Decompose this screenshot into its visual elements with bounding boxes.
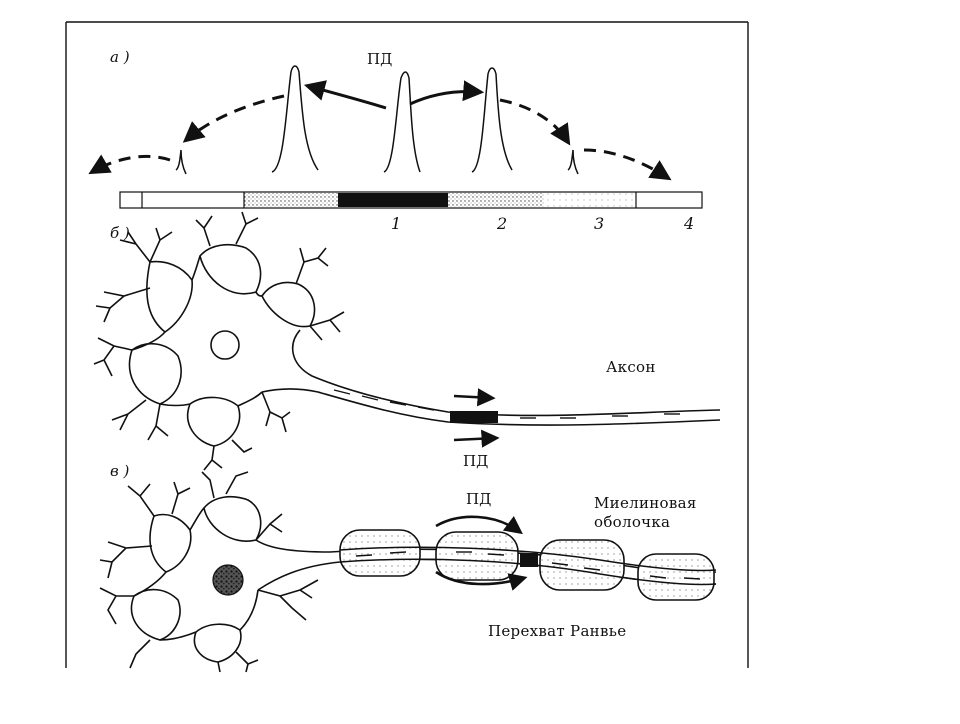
myelin-sheaths xyxy=(339,529,715,601)
arrow-center-right xyxy=(409,80,485,106)
dendrite-5 xyxy=(95,287,151,323)
panel-v-pd-label: ПД xyxy=(466,490,492,508)
arrow-v-upper xyxy=(435,515,523,535)
soma-v-lobe-4 xyxy=(193,623,242,663)
arrow-v-lower xyxy=(435,570,528,591)
panel-a-spikes xyxy=(175,65,579,175)
soma-lobe-2 xyxy=(199,243,262,295)
fiber-zone-shaded-right xyxy=(448,193,544,207)
dendrite-v-5 xyxy=(99,587,134,625)
dendrite-7 xyxy=(111,399,169,441)
axon-active-segment xyxy=(450,411,498,423)
soma-lobe-4 xyxy=(128,343,182,405)
arrow-dashed-left-2 xyxy=(88,154,171,175)
arrow-center-left xyxy=(303,80,387,110)
axon-v-upper-start xyxy=(255,539,331,553)
soma-edge-1 xyxy=(131,331,166,351)
fiber-zone-active xyxy=(338,193,448,207)
soma-v-edge-4 xyxy=(239,589,259,631)
position-label-2: 2 xyxy=(497,214,508,233)
soma-lobe-3 xyxy=(261,281,316,328)
dendrite-3 xyxy=(295,247,329,285)
nucleus-b xyxy=(210,330,240,360)
dendrite-v-6 xyxy=(129,639,259,673)
myelin-segment-3 xyxy=(539,539,625,591)
soma-edge-4 xyxy=(159,403,191,407)
axon-lower xyxy=(261,388,721,426)
panel-v-letter: в ) xyxy=(110,462,130,480)
nucleus-v xyxy=(212,564,244,596)
arrow-dashed-left-1 xyxy=(182,94,285,143)
dendrite-1 xyxy=(119,227,173,263)
panel-a-fiber xyxy=(119,191,703,209)
dendrite-9 xyxy=(261,391,291,433)
node-of-ranvier-active xyxy=(520,553,538,567)
dendrite-v-3 xyxy=(255,513,283,541)
panel-b-letter: б ) xyxy=(110,224,130,242)
soma-lobe-5 xyxy=(187,396,241,447)
arrow-b-lower xyxy=(453,429,500,448)
soma-lobe-1 xyxy=(146,260,193,333)
soma-edge-5 xyxy=(237,391,263,407)
myelin-label-line2: оболочка xyxy=(594,513,671,531)
position-label-4: 4 xyxy=(684,214,695,233)
position-label-1: 1 xyxy=(391,214,402,233)
myelin-segment-4 xyxy=(637,553,715,601)
dendrite-2 xyxy=(195,211,259,247)
arrow-b-upper xyxy=(453,388,496,407)
spike-right xyxy=(471,67,513,173)
axon-v-core xyxy=(339,546,717,586)
myelin-segment-2 xyxy=(435,531,519,581)
soma-v-lobe-3 xyxy=(130,588,181,641)
dendrite-6 xyxy=(93,337,133,377)
spike-center xyxy=(383,71,421,173)
soma-edge-3 xyxy=(255,291,263,297)
dendrite-8 xyxy=(203,439,253,471)
panel-a-pd-label: ПД xyxy=(367,50,393,68)
panel-b-neuron xyxy=(93,211,721,471)
soma-v-edge-3 xyxy=(159,631,197,641)
soma-edge-2 xyxy=(191,255,201,281)
position-label-3: 3 xyxy=(594,214,605,233)
fiber-zone-shaded-left xyxy=(244,193,338,207)
spike-far-right xyxy=(567,149,579,175)
axon-label: Аксон xyxy=(606,358,656,376)
soma-v-edge-1 xyxy=(133,571,167,597)
panel-b-pd-label: ПД xyxy=(463,452,489,470)
dendrite-v-2 xyxy=(201,471,249,499)
soma-v-lobe-2 xyxy=(203,495,262,542)
arrow-dashed-right-1 xyxy=(499,98,571,146)
arrow-dashed-right-2 xyxy=(583,148,672,181)
fiber-zone-light-right xyxy=(544,193,636,207)
dendrite-v-4 xyxy=(99,541,153,579)
myelin-label-line1: Миелиновая xyxy=(594,494,697,512)
myelin-segment-1 xyxy=(339,529,421,577)
dendrite-v-7 xyxy=(257,579,319,621)
axon-dashes-v xyxy=(355,551,701,580)
soma-v-edge-2 xyxy=(189,507,205,531)
axon-dashes-b xyxy=(333,389,680,419)
node-of-ranvier-label: Перехват Ранвье xyxy=(488,622,627,640)
soma-v-lobe-1 xyxy=(149,513,192,573)
dendrite-4 xyxy=(309,311,345,341)
dendrite-v-1 xyxy=(127,481,191,517)
panel-a-letter: а ) xyxy=(110,48,130,66)
spike-far-left xyxy=(175,149,187,175)
axon-v-lower-start xyxy=(257,561,341,591)
spike-left xyxy=(271,65,319,173)
